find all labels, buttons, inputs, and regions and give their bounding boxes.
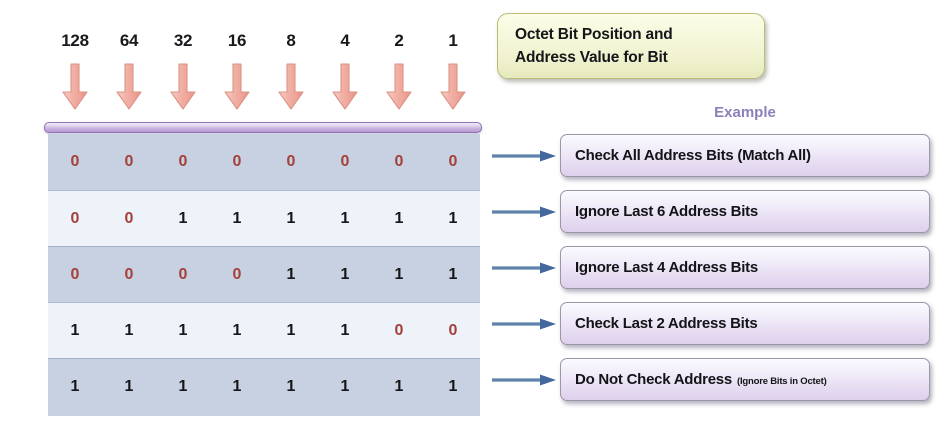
example-label-1: Check All Address Bits (Match All) [575, 147, 811, 164]
bit-cell: 0 [448, 153, 458, 170]
bit-position-header-16: 16 [227, 31, 247, 50]
bit-cell: 0 [70, 153, 80, 170]
example-label-2: Ignore Last 6 Address Bits [575, 203, 758, 220]
down-arrow-icon [224, 63, 250, 110]
bit-cell: 1 [340, 377, 350, 395]
example-label-4: Check Last 2 Address Bits [575, 315, 758, 332]
bit-cell: 0 [394, 321, 404, 339]
example-box-1[interactable]: Check All Address Bits (Match All) [560, 134, 930, 177]
bit-cell: 0 [178, 265, 188, 283]
bit-cell: 1 [286, 209, 296, 227]
down-arrow-cell-2 [372, 62, 426, 118]
bit-cell: 1 [124, 377, 134, 395]
bit-cell: 1 [340, 321, 350, 339]
example-box-5[interactable]: Do Not Check Address (Ignore Bits in Oct… [560, 358, 930, 401]
bit-cell: 1 [178, 209, 188, 227]
down-arrow-row [48, 62, 480, 118]
bit-row: 1 1 1 1 1 1 0 0 [48, 302, 480, 358]
right-arrow-icon [492, 374, 556, 386]
bit-cell: 1 [70, 321, 80, 339]
bit-cell: 0 [70, 265, 80, 283]
down-arrow-cell-8 [264, 62, 318, 118]
bit-position-header-64: 64 [119, 31, 139, 50]
example-sublabel-5: (Ignore Bits in Octet) [736, 376, 827, 387]
title-line-1: Octet Bit Position and [515, 26, 673, 43]
bit-position-header-8: 8 [286, 31, 296, 50]
bit-cell: 1 [70, 377, 80, 395]
bit-cell: 1 [232, 209, 242, 227]
bit-cell: 1 [448, 265, 458, 283]
bit-position-header-1: 1 [448, 31, 458, 50]
bit-cell: 1 [394, 209, 404, 227]
bit-cell: 1 [286, 321, 296, 339]
bit-position-header-128: 128 [61, 31, 89, 50]
down-arrow-cell-128 [48, 62, 102, 118]
bit-cell: 0 [232, 265, 242, 283]
example-label-3: Ignore Last 4 Address Bits [575, 259, 758, 276]
connector-arrow-1 [492, 149, 558, 163]
right-arrow-icon [492, 206, 556, 218]
bit-position-header-32: 32 [173, 31, 193, 50]
bit-row: 0 0 1 1 1 1 1 1 [48, 190, 480, 246]
example-column-header: Example [714, 104, 776, 121]
connector-arrow-2 [492, 205, 558, 219]
bit-cell: 0 [124, 153, 134, 170]
connector-arrow-5 [492, 373, 558, 387]
title-line-2: Address Value for Bit [515, 49, 668, 66]
bit-cell: 0 [448, 321, 458, 339]
right-arrow-icon [492, 318, 556, 330]
bit-cell: 1 [178, 377, 188, 395]
bit-cell: 1 [340, 265, 350, 283]
bit-row: 0 0 0 0 1 1 1 1 [48, 246, 480, 302]
bit-value-rows: 0 0 0 0 0 0 0 0 0 0 1 1 1 1 1 1 0 0 0 0 1 1 1 1 1 1 1 1 1 1 0 0 1 1 1 1 1 1 1 1 [48, 134, 480, 416]
bit-position-header-4: 4 [340, 31, 350, 50]
down-arrow-cell-16 [210, 62, 264, 118]
bit-cell: 1 [394, 377, 404, 395]
bit-cell: 0 [340, 153, 350, 170]
down-arrow-icon [62, 63, 88, 110]
bit-cell: 1 [286, 265, 296, 283]
down-arrow-cell-64 [102, 62, 156, 118]
down-arrow-icon [440, 63, 466, 110]
down-arrow-icon [386, 63, 412, 110]
title-callout-box: Octet Bit Position and Address Value for… [497, 13, 765, 79]
right-arrow-icon [492, 262, 556, 274]
example-box-3[interactable]: Ignore Last 4 Address Bits [560, 246, 930, 289]
bit-cell: 1 [340, 209, 350, 227]
down-arrow-icon [332, 63, 358, 110]
down-arrow-cell-4 [318, 62, 372, 118]
down-arrow-icon [170, 63, 196, 110]
bit-cell: 0 [124, 209, 134, 227]
example-label-5: Do Not Check Address [575, 371, 732, 388]
bit-cell: 1 [448, 209, 458, 227]
bit-row: 1 1 1 1 1 1 1 1 [48, 358, 480, 414]
bit-cell: 0 [178, 153, 188, 170]
bit-position-header-row: 128 64 32 16 8 4 2 1 [48, 22, 480, 60]
bit-cell: 1 [124, 321, 134, 339]
bit-cell: 1 [232, 321, 242, 339]
bit-cell: 1 [394, 265, 404, 283]
down-arrow-cell-32 [156, 62, 210, 118]
bit-cell: 0 [394, 153, 404, 170]
right-arrow-icon [492, 150, 556, 162]
down-arrow-icon [278, 63, 304, 110]
bit-cell: 1 [232, 377, 242, 395]
example-box-4[interactable]: Check Last 2 Address Bits [560, 302, 930, 345]
example-box-2[interactable]: Ignore Last 6 Address Bits [560, 190, 930, 233]
bit-cell: 0 [232, 153, 242, 170]
lavender-divider-bar [44, 122, 482, 133]
down-arrow-icon [116, 63, 142, 110]
bit-cell: 1 [448, 377, 458, 395]
bit-cell: 0 [70, 209, 80, 227]
connector-arrow-4 [492, 317, 558, 331]
bit-row: 0 0 0 0 0 0 0 0 [48, 134, 480, 190]
bit-cell: 1 [286, 377, 296, 395]
bit-position-header-2: 2 [394, 31, 404, 50]
bit-cell: 1 [178, 321, 188, 339]
bit-cell: 0 [124, 265, 134, 283]
connector-arrow-3 [492, 261, 558, 275]
down-arrow-cell-1 [426, 62, 480, 118]
bit-cell: 0 [286, 153, 296, 170]
